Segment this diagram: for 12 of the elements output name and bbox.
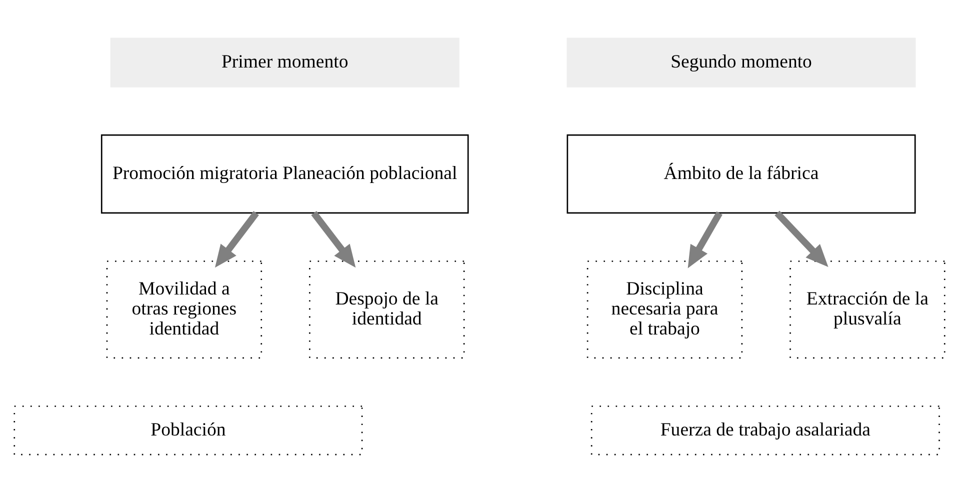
node-box: Fuerza de trabajo asalariada	[590, 405, 940, 455]
node-box: Despojo de la identidad	[308, 260, 464, 358]
node-box: Población	[13, 405, 362, 455]
arrow	[310, 210, 356, 268]
node-box: Movilidad a otras regiones identidad	[106, 260, 262, 358]
node-box: Promoción migratoria Planeación poblacional	[100, 134, 468, 214]
node-box: Extracción de la plusvalía	[789, 260, 945, 358]
arrow	[774, 210, 828, 267]
arrow	[687, 210, 722, 268]
node-box: Ámbito de la fábrica	[566, 134, 916, 214]
arrow	[214, 210, 258, 268]
node-box: Disciplina necesaria para el trabajo	[586, 260, 742, 358]
